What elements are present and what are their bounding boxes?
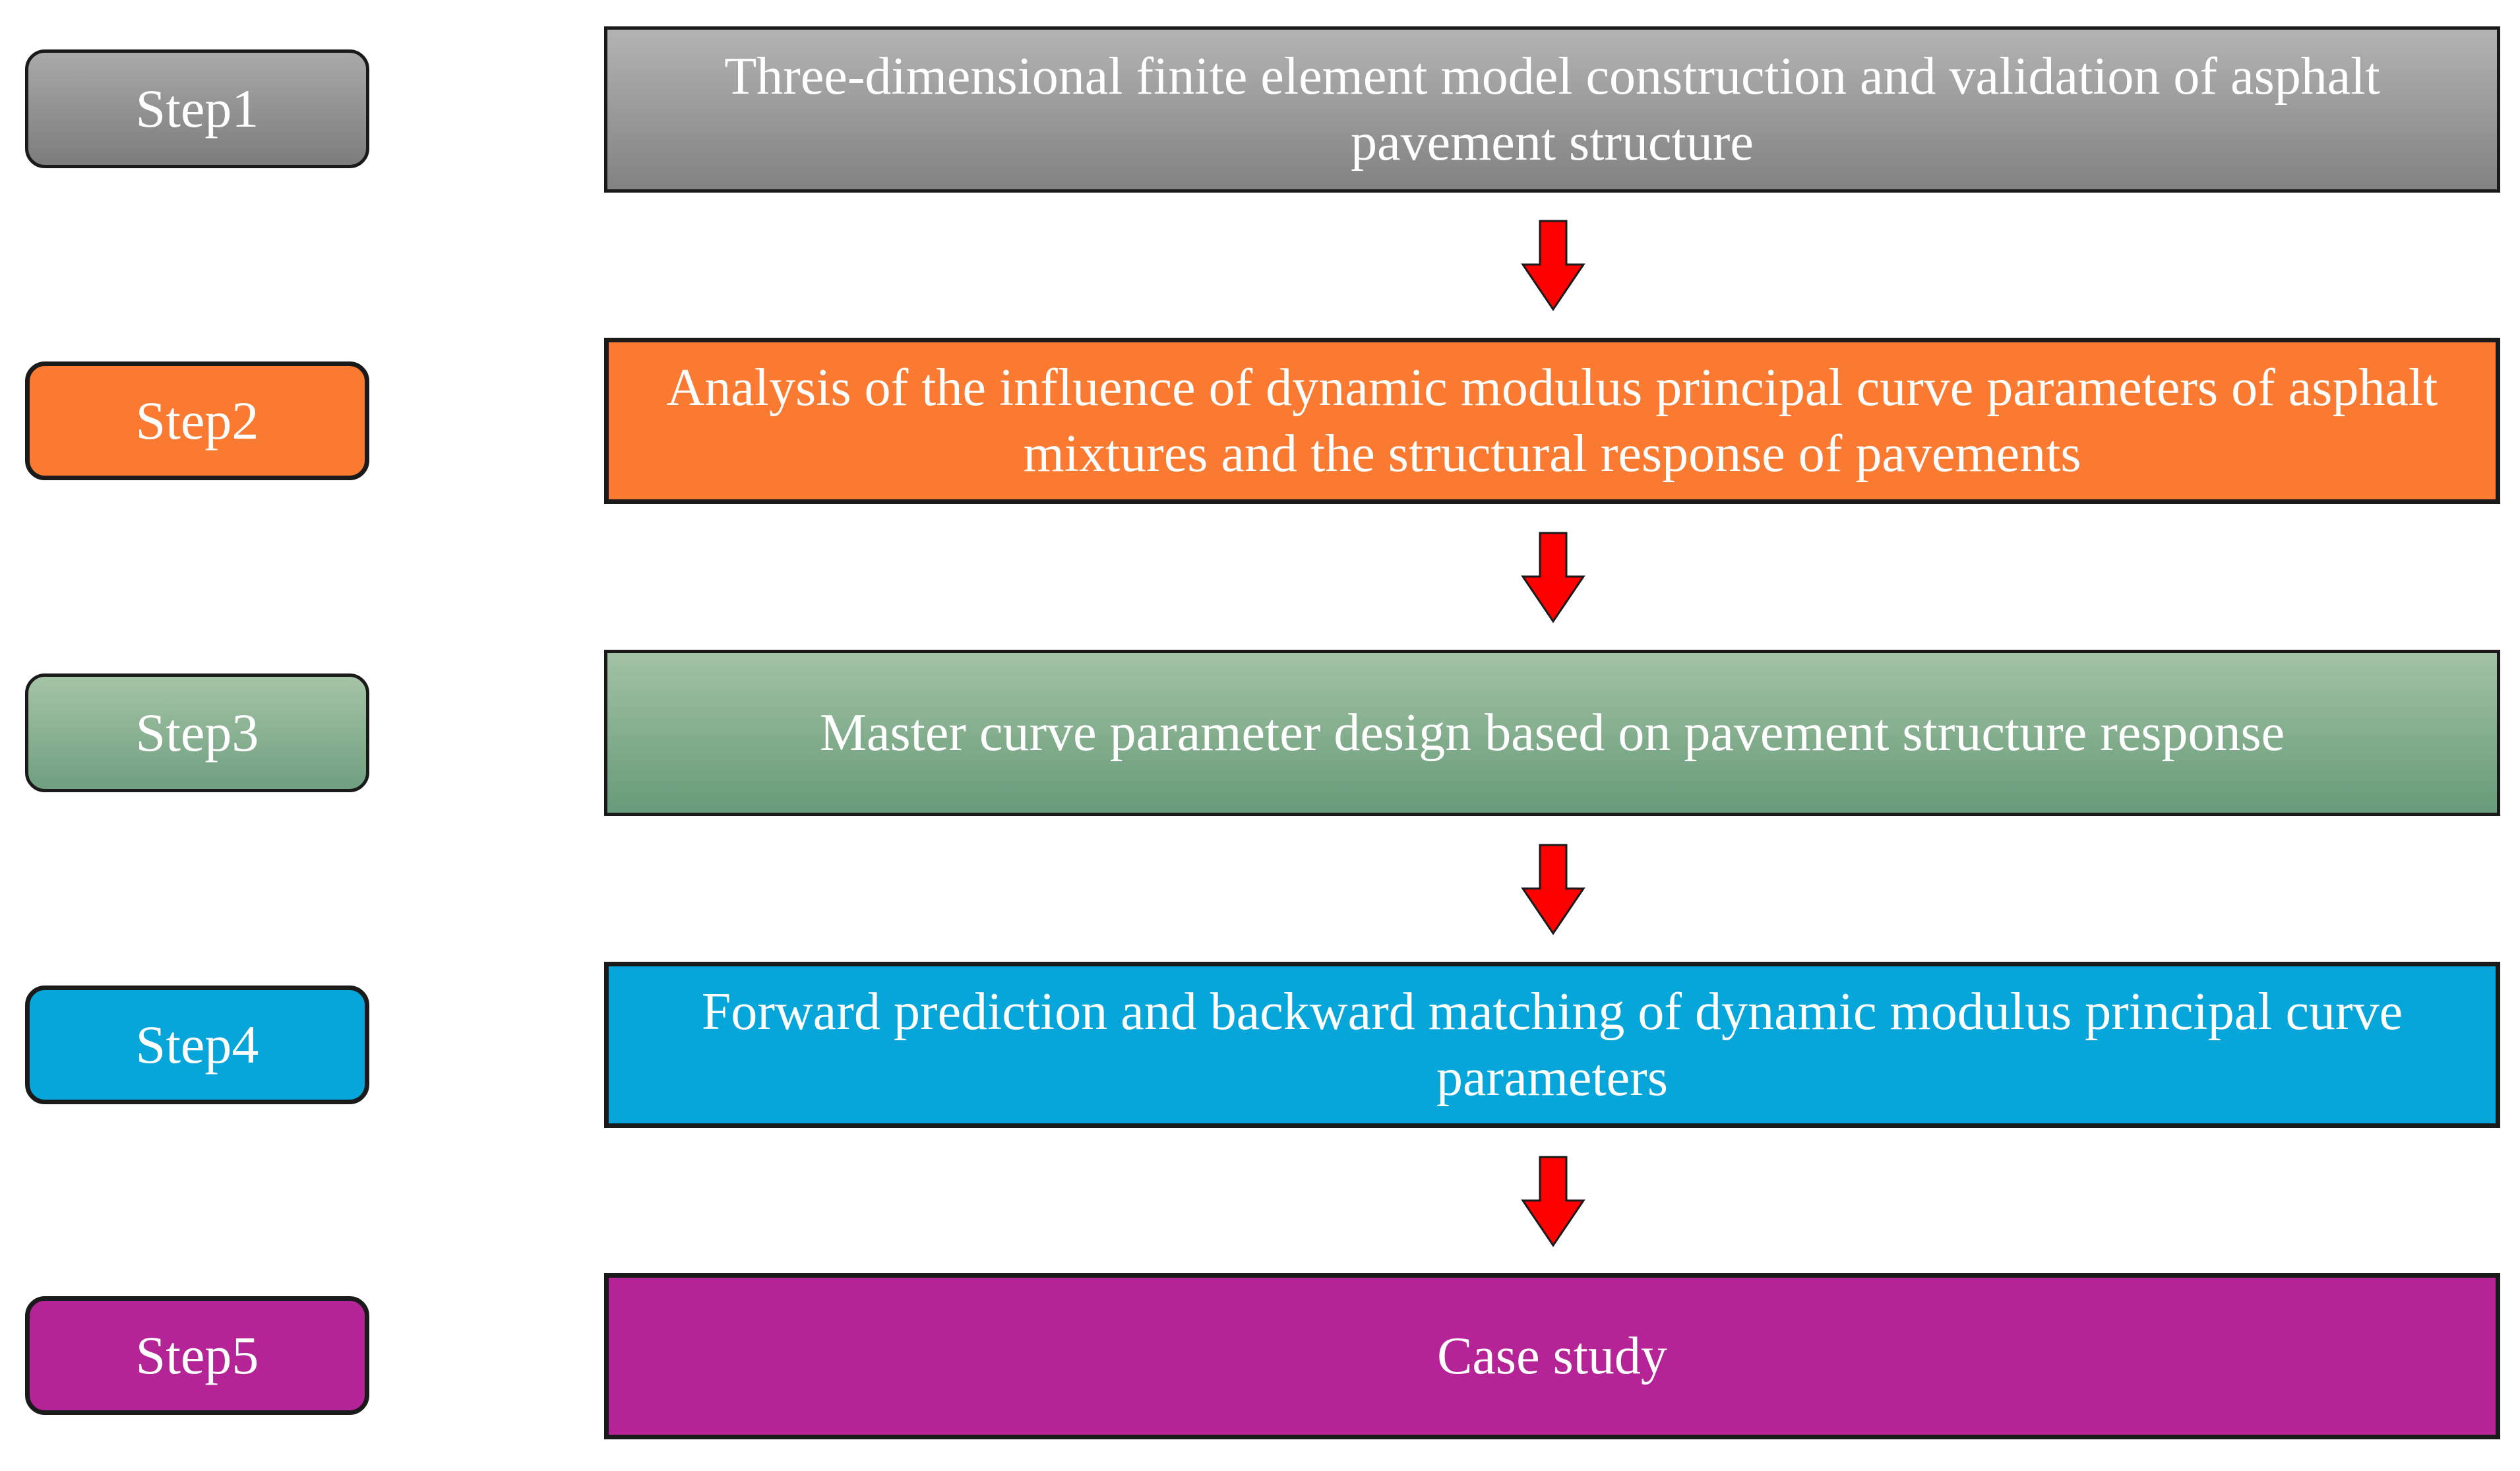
step4-label: Step4: [25, 986, 369, 1104]
step2-label: Step2: [25, 361, 369, 480]
step3-text: Master curve parameter design based on p…: [819, 704, 2285, 762]
step4-text: Forward prediction and backward matching…: [701, 983, 2403, 1107]
down-arrow-icon: [1521, 1156, 1585, 1247]
step5-label: Step5: [25, 1296, 369, 1415]
down-arrow-icon: [1521, 844, 1585, 935]
step1-text: Three-dimensional finite element model c…: [724, 47, 2380, 172]
step2-text: Analysis of the influence of dynamic mod…: [666, 359, 2438, 483]
step5-box: Case study: [604, 1273, 2500, 1439]
step5-text: Case study: [1437, 1327, 1667, 1385]
step3-label: Step3: [25, 673, 369, 792]
step4-box: Forward prediction and backward matching…: [604, 962, 2500, 1128]
step3-box: Master curve parameter design based on p…: [604, 650, 2500, 816]
down-arrow-icon: [1521, 220, 1585, 311]
step1-box: Three-dimensional finite element model c…: [604, 26, 2500, 193]
step1-label: Step1: [25, 49, 369, 168]
down-arrow-icon: [1521, 532, 1585, 623]
step2-box: Analysis of the influence of dynamic mod…: [604, 338, 2500, 504]
